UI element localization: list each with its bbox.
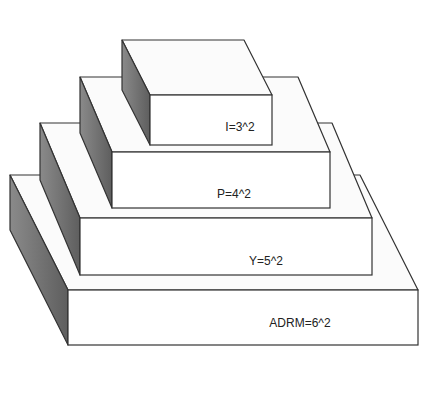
slab-side-face [80, 77, 112, 208]
slab-label-box: P=4^2 [212, 184, 256, 205]
volume-label: P=4^2 [217, 187, 251, 201]
slab-front-face [80, 218, 372, 275]
volume-label: ADRM=6^2 [269, 316, 330, 330]
volume-label: Y=5^2 [249, 254, 283, 268]
slab-group [10, 40, 418, 345]
slab-side-face [40, 123, 80, 275]
pyramid-slab [80, 77, 330, 208]
slab-front-face [150, 95, 272, 145]
slab-label-box: Y=5^2 [244, 251, 288, 272]
slab-front-face [112, 152, 330, 208]
slab-side-face [122, 40, 150, 145]
slab-front-face [68, 290, 418, 345]
slab-label-box: I=3^2 [220, 117, 260, 138]
volume-label: I=3^2 [225, 120, 254, 134]
slab-label-box: ADRM=6^2 [264, 313, 336, 334]
pyramid-slab [122, 40, 272, 145]
